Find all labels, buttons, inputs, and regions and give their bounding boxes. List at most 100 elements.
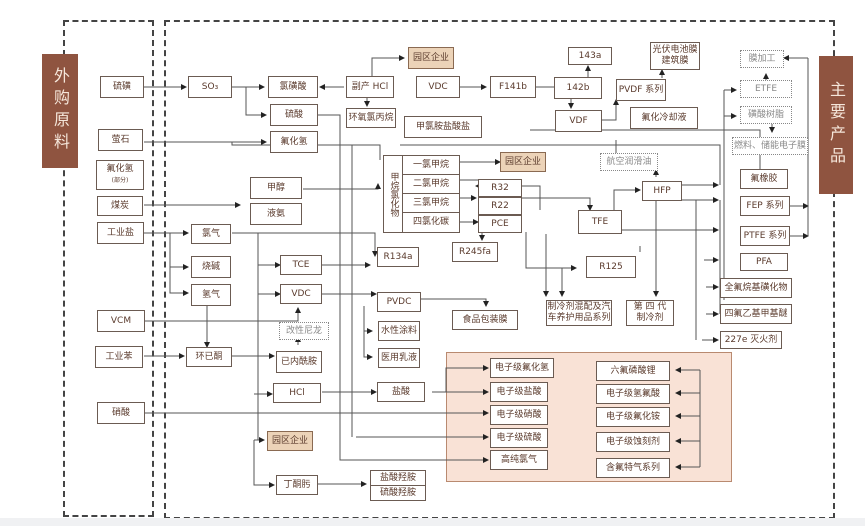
node-cyclohexanone: 环已酮	[186, 347, 232, 367]
edge-salt-caustic	[169, 233, 189, 270]
node-hydrogen: 氢气	[191, 284, 231, 306]
edge-methanol-cm	[303, 183, 381, 190]
raw-hf-note: (部分)	[111, 177, 129, 184]
edge-salt-hydrogen	[169, 267, 189, 296]
node-refrigerant-blend-series: 制冷剂混配及汽 车养护用品系列	[546, 300, 612, 326]
main-products-section-label: 主要产品	[819, 56, 853, 194]
node-fluorinated-coolant: 氟化冷却液	[630, 107, 698, 129]
node-pvdc: PVDC	[377, 292, 421, 312]
product-tetrafluoroethyl-methyl-ether: 四氟乙基甲基醚	[720, 304, 792, 324]
echem-left-1: 电子级氟化氢	[490, 358, 554, 378]
node-trichloromethane: 三氯甲烷	[402, 193, 460, 213]
edge-vdf-pvdf	[602, 99, 619, 121]
raw-material-frame	[63, 20, 154, 517]
node-park-enterprise-2: 园区企业	[500, 152, 546, 172]
product-fuel-storage-membrane: 燃料、储能电子膜	[732, 137, 808, 155]
node-hydrochloric-acid: 盐酸	[377, 382, 425, 402]
product-fep-series: FEP 系列	[740, 196, 790, 216]
echem-left-5: 高纯氯气	[490, 450, 548, 470]
node-f141b: F141b	[490, 76, 536, 98]
node-medical-latex: 医用乳液	[378, 348, 420, 368]
echem-left-4: 电子级硫酸	[490, 428, 548, 448]
edge-butanone	[253, 440, 275, 488]
product-etfe: ETFE	[740, 80, 792, 98]
node-epichlorohydrin: 环氧氯丙烷	[346, 108, 396, 128]
node-food-packaging-film: 食品包装膜	[452, 310, 518, 330]
echem-right-5: 含氟特气系列	[596, 458, 670, 478]
edge-pvdc-latex	[363, 331, 373, 360]
node-r32: R32	[478, 179, 522, 197]
edge-pvdc-food	[420, 298, 489, 307]
bottom-strip	[0, 518, 865, 526]
node-byproduct-hcl: 副产 HCl	[346, 76, 394, 98]
node-vdc: VDC	[280, 284, 322, 304]
node-pvdf-series: PVDF 系列	[616, 79, 666, 101]
node-chloromethanes-group: 甲烷氯化物	[383, 155, 403, 233]
product-pfa: PFA	[740, 253, 788, 271]
node-monochloromethane: 一氯甲烷	[402, 155, 460, 175]
node-hydroxylamine-sulfate: 硫酸羟胺	[370, 485, 426, 501]
node-hfp: HFP	[642, 181, 682, 201]
node-r22: R22	[478, 197, 522, 215]
edge-pvdc-coating	[363, 306, 373, 334]
node-dichloromethane: 二氯甲烷	[402, 174, 460, 194]
raw-industrial-salt: 工业盐	[97, 222, 144, 244]
node-r134a: R134a	[377, 247, 419, 267]
node-tfe: TFE	[578, 210, 622, 234]
echem-right-3: 电子级氟化铵	[596, 407, 670, 427]
node-caprolactam: 已内酰胺	[276, 351, 322, 373]
raw-hydrogen-fluoride: 氟化氢 (部分)	[96, 160, 144, 190]
node-carbon-tetrachloride: 四氯化碳	[402, 212, 460, 233]
raw-coal: 煤炭	[97, 196, 143, 216]
edge-so3-sulfuric	[245, 87, 267, 118]
node-liquid-ammonia: 液氨	[250, 203, 302, 225]
node-butanone-oxime: 丁酮肟	[276, 475, 318, 495]
product-perfluoroalkyl-sulfonyl: 全氟烷基磺化物	[720, 278, 792, 298]
node-caustic-soda: 烧碱	[191, 256, 231, 278]
edge-pce-r125	[525, 232, 577, 271]
node-chlorosulfonic-acid: 氯磺酸	[268, 76, 318, 98]
raw-sulfur: 硫磺	[100, 76, 144, 98]
node-r125: R125	[586, 256, 636, 278]
edge-vcm-vdc	[144, 307, 301, 322]
node-143a: 143a	[568, 47, 612, 65]
echem-left-3: 电子级硝酸	[490, 405, 548, 425]
product-227e-fire-extinguishant: 227e 灭火剂	[720, 331, 782, 349]
node-so3: SO₃	[188, 76, 232, 98]
node-vdc-top: VDC	[416, 76, 460, 98]
node-hydrogen-fluoride: 氟化氢	[270, 131, 318, 153]
edge-chlorine-r134a	[232, 232, 378, 257]
node-modified-nylon: 改性尼龙	[279, 322, 329, 340]
edge-hcl-park	[371, 55, 405, 76]
raw-nitric-acid: 硝酸	[97, 402, 145, 424]
node-142b: 142b	[554, 77, 602, 99]
node-vdf: VDF	[555, 110, 602, 132]
node-chlorine: 氯气	[191, 224, 231, 244]
edge-tfe-hfp	[613, 187, 641, 210]
echem-left-2: 电子级盐酸	[490, 382, 548, 402]
node-methanol: 甲醇	[250, 177, 302, 199]
node-park-enterprise-3: 园区企业	[267, 431, 313, 451]
product-sulfonic-resin: 磺酸树脂	[740, 106, 792, 124]
node-hydroxylamine-hcl: 盐酸羟胺	[370, 470, 426, 486]
node-aviation-lubricant: 航空润滑油	[600, 153, 658, 171]
edge-hydrochloric-e1	[432, 365, 489, 393]
raw-industrial-benzene: 工业苯	[95, 346, 143, 368]
edge-r22-tfe	[520, 197, 593, 211]
raw-hf-label: 氟化氢	[106, 164, 134, 174]
edge-cm-r32	[460, 179, 481, 189]
node-waterborne-coating: 水性涂料	[378, 321, 420, 341]
raw-vcm: VCM	[97, 310, 145, 332]
node-park-enterprise-1: 园区企业	[408, 47, 454, 69]
echem-right-4: 电子级蚀刻剂	[596, 432, 670, 452]
node-hcl: HCl	[273, 383, 321, 403]
node-sulfuric-acid: 硫酸	[270, 104, 318, 126]
echem-right-2: 电子级氢氟酸	[596, 384, 670, 404]
node-gen4-refrigerant: 第 四 代 制冷剂	[626, 300, 674, 326]
node-pv-building-film: 光伏电池膜 建筑膜	[650, 42, 700, 70]
node-pce: PCE	[478, 215, 522, 233]
node-methylamine-hcl: 甲氯胺盐酸盐	[404, 116, 482, 138]
product-film-processing: 膜加工	[740, 50, 784, 68]
